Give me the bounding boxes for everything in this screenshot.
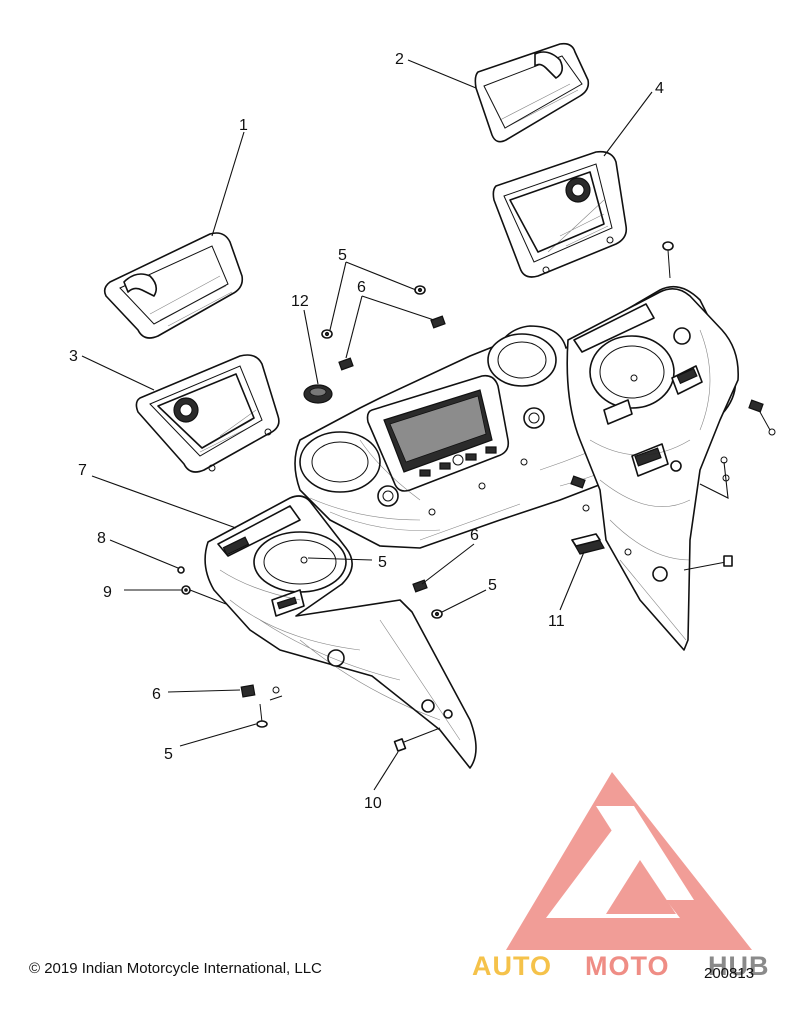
leader-lines bbox=[81, 59, 653, 791]
callout-6-lower: 6 bbox=[152, 686, 161, 703]
brand-auto: AUTO bbox=[472, 951, 552, 981]
callout-10: 10 bbox=[364, 795, 382, 812]
callout-12: 12 bbox=[291, 293, 309, 310]
part-12-grommet bbox=[303, 384, 333, 404]
washer-9 bbox=[181, 585, 191, 595]
callout-6-top: 6 bbox=[357, 279, 366, 296]
clip-right-mid bbox=[570, 475, 590, 512]
part-4-lid bbox=[492, 150, 628, 278]
callout-labels: 2 4 1 3 5 6 12 5 7 8 9 6 5 11 6 5 10 bbox=[69, 51, 664, 812]
callout-9: 9 bbox=[103, 584, 112, 601]
part-7-left-speaker-panel bbox=[204, 495, 477, 769]
copyright-text: © 2019 Indian Motorcycle International, … bbox=[29, 960, 322, 977]
bolt-right-lower bbox=[624, 548, 733, 571]
screw-right-top bbox=[662, 241, 674, 279]
callout-5-lower: 5 bbox=[164, 746, 173, 763]
bolt-10 bbox=[393, 727, 441, 752]
part-3-lid bbox=[135, 354, 280, 473]
screw-5-middle bbox=[431, 609, 443, 619]
callout-1: 1 bbox=[239, 117, 248, 134]
part-1-cover bbox=[103, 232, 244, 339]
callout-5-top: 5 bbox=[338, 247, 347, 264]
clip-6-top-right bbox=[430, 315, 446, 329]
screw-5-top-right bbox=[414, 285, 426, 295]
clip-6-top-left bbox=[338, 357, 354, 371]
brand-moto: MOTO bbox=[585, 951, 670, 981]
watermark-brand: AUTO MOTO HUB bbox=[472, 951, 770, 981]
part-2-cover bbox=[474, 42, 590, 143]
screw-5-lower bbox=[256, 703, 268, 728]
screw-5-top-left bbox=[321, 329, 333, 339]
callout-8: 8 bbox=[97, 530, 106, 547]
callout-2: 2 bbox=[395, 51, 404, 68]
callout-5-mid: 5 bbox=[378, 554, 387, 571]
clip-6-lower bbox=[240, 684, 280, 698]
brand-hub: HUB bbox=[708, 951, 770, 981]
right-speaker-panel bbox=[566, 288, 739, 651]
washer-8 bbox=[177, 566, 185, 574]
callout-11: 11 bbox=[548, 613, 565, 630]
callout-7: 7 bbox=[78, 462, 87, 479]
callout-5-right: 5 bbox=[488, 577, 497, 594]
bolt-right-side bbox=[748, 399, 776, 436]
callout-6-mid: 6 bbox=[470, 527, 479, 544]
part-11-block bbox=[571, 533, 605, 555]
diagram-number: 200813 bbox=[704, 965, 754, 982]
washers-right bbox=[699, 456, 730, 499]
callout-4: 4 bbox=[655, 80, 664, 97]
watermark-logo bbox=[506, 772, 752, 950]
callout-3: 3 bbox=[69, 348, 78, 365]
